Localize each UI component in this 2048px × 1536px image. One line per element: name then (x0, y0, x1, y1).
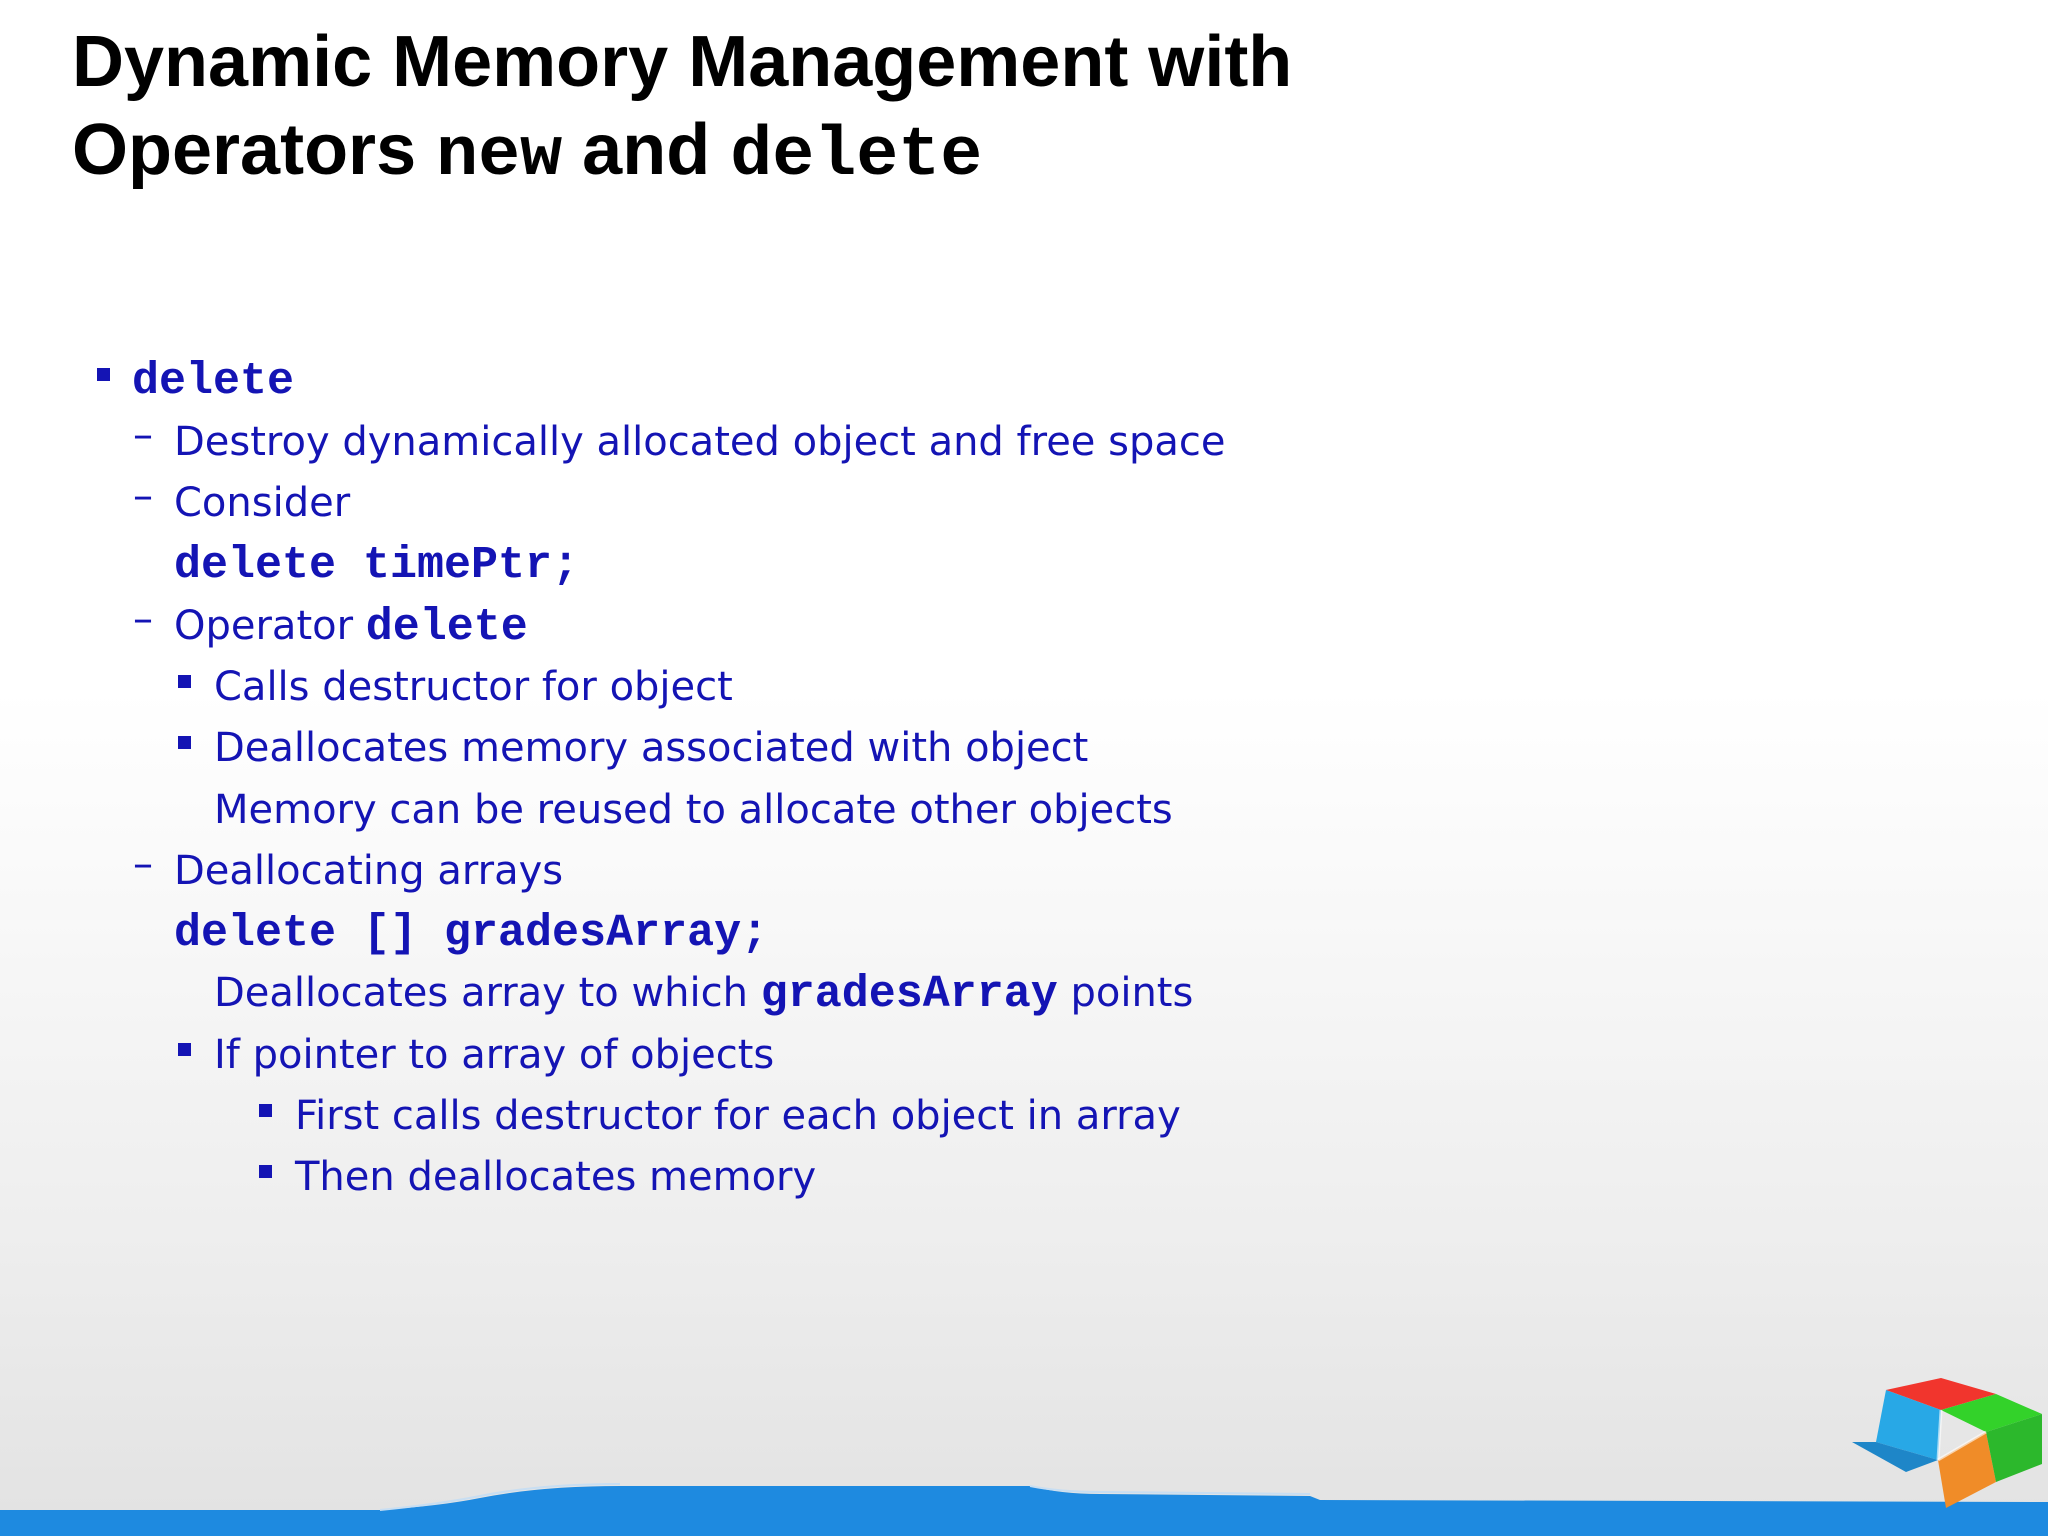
code-line-delete-grades: delete [] gradesArray; (174, 902, 768, 962)
text-operator: Operator (174, 603, 354, 649)
text-deallocates-memory: Deallocates memory associated with objec… (214, 725, 1089, 771)
dash-icon: – (133, 473, 153, 519)
code-grades-array: gradesArray (760, 969, 1058, 1020)
bullet-square-icon (259, 1165, 272, 1178)
dash-icon: – (133, 596, 153, 642)
bullet-square-icon (178, 736, 191, 749)
list-item-deallocates-memory: Deallocates memory associated with objec… (214, 718, 1088, 778)
list-item-consider: Consider (174, 473, 350, 533)
bullet-square-icon (97, 368, 110, 381)
text-deallocates-array: Deallocates array to which (214, 970, 748, 1016)
slide-title: Dynamic Memory Management with Operators… (72, 18, 1292, 201)
title-code-delete: delete (730, 117, 983, 196)
bullet-square-icon (259, 1104, 272, 1117)
list-item-deallocating-arrays: Deallocating arrays (174, 841, 563, 901)
text-calls-destructor: Calls destructor for object (214, 664, 733, 710)
list-item-delete: delete (132, 350, 294, 410)
list-item-if-pointer: If pointer to array of objects (214, 1025, 774, 1085)
colored-cube-icon (1852, 1378, 2042, 1508)
title-line-1: Dynamic Memory Management with (72, 22, 1293, 102)
title-word-operators: Operators (72, 110, 417, 190)
text-deallocates-array-line: Deallocates array to which gradesArray p… (214, 963, 1193, 1023)
text-points: points (1070, 970, 1194, 1016)
code-operator-delete: delete (365, 602, 528, 653)
footer-wave (0, 1483, 2048, 1536)
bullet-square-icon (178, 1043, 191, 1056)
code-delete-timeptr: delete timePtr; (174, 540, 580, 591)
list-item-first-calls: First calls destructor for each object i… (295, 1086, 1181, 1146)
code-line-delete-timeptr: delete timePtr; (174, 534, 579, 594)
text-then-deallocates: Then deallocates memory (295, 1154, 817, 1200)
dash-icon: – (133, 841, 153, 887)
text-memory-reused: Memory can be reused to allocate other o… (214, 787, 1173, 833)
text-if-pointer: If pointer to array of objects (214, 1032, 775, 1078)
text-destroy: Destroy dynamically allocated object and… (174, 419, 1226, 465)
list-item-destroy: Destroy dynamically allocated object and… (174, 412, 1225, 472)
code-delete-grades: delete [] gradesArray; (174, 908, 769, 959)
code-delete-heading: delete (132, 356, 295, 407)
text-memory-reused-line: Memory can be reused to allocate other o… (214, 780, 1173, 840)
bullet-square-icon (178, 675, 191, 688)
list-item-then-deallocates: Then deallocates memory (295, 1147, 816, 1207)
text-deallocating-arrays: Deallocating arrays (174, 848, 564, 894)
list-item-operator-delete: Operator delete (174, 596, 528, 656)
list-item-calls-destructor: Calls destructor for object (214, 657, 733, 717)
title-code-new: new (436, 117, 563, 196)
title-word-and: and (582, 110, 711, 190)
text-first-calls: First calls destructor for each object i… (295, 1093, 1181, 1139)
dash-icon: – (133, 412, 153, 458)
text-consider: Consider (174, 480, 351, 526)
